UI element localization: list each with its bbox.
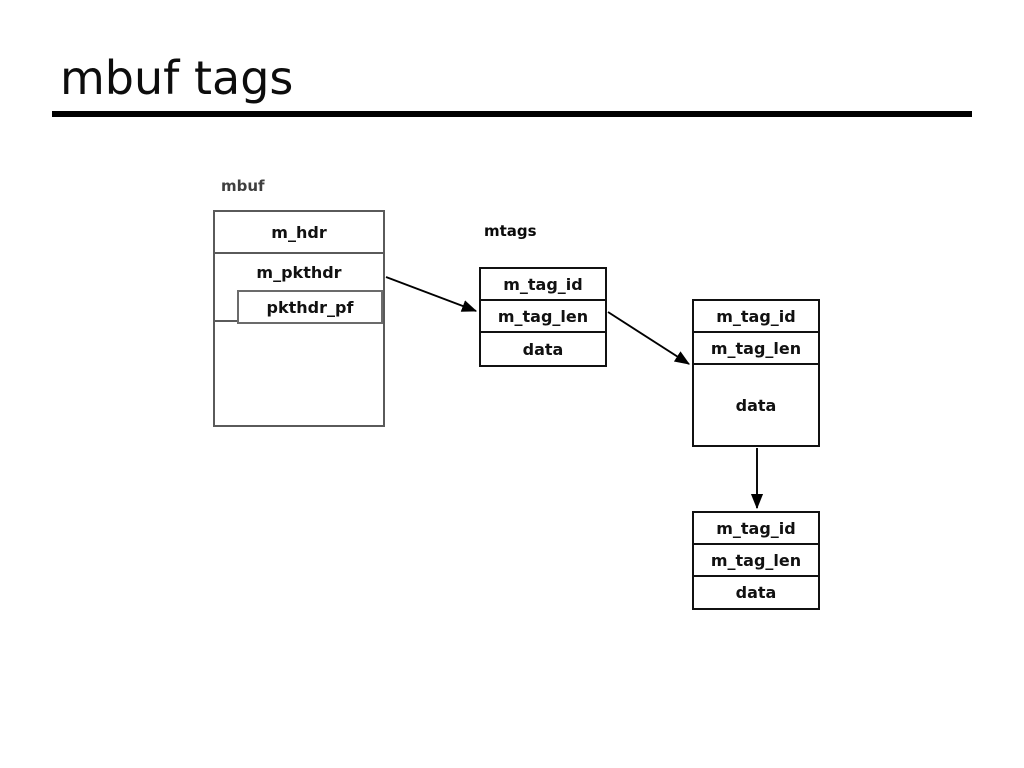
mbuf-row-data-area	[215, 322, 383, 425]
arrow-mbuf-to-mtag1	[385, 276, 478, 312]
mtag-cell-label: m_tag_len	[710, 550, 802, 570]
mtag-cell-tag-id: m_tag_id	[694, 513, 818, 545]
mbuf-row-label: m_pkthdr	[256, 263, 342, 282]
mtag-node-3: m_tag_id m_tag_len data	[692, 511, 820, 610]
pkthdr-pf-box: pkthdr_pf	[237, 290, 383, 324]
mbuf-struct-box: m_hdr m_pkthdr pkthdr_pf	[213, 210, 385, 427]
pkthdr-pf-label: pkthdr_pf	[266, 297, 354, 317]
mtag-cell-data: data	[694, 577, 818, 608]
mtags-caption: mtags	[484, 222, 537, 240]
mtag-cell-label: m_tag_id	[716, 518, 796, 538]
mtag-cell-tag-len: m_tag_len	[694, 545, 818, 577]
mtag-cell-label: m_tag_id	[503, 274, 583, 294]
mtag-cell-tag-id: m_tag_id	[694, 301, 818, 333]
mbuf-caption: mbuf	[221, 177, 265, 195]
page-title: mbuf tags	[60, 51, 294, 105]
mtag-cell-data: data	[694, 365, 818, 445]
title-divider	[52, 111, 972, 117]
mbuf-row-label: m_hdr	[271, 222, 327, 242]
mtag-cell-label: data	[522, 339, 564, 359]
mtag-cell-label: data	[735, 395, 777, 415]
mtag-cell-tag-id: m_tag_id	[481, 269, 605, 301]
mtag-cell-tag-len: m_tag_len	[694, 333, 818, 365]
mtag-cell-label: m_tag_id	[716, 306, 796, 326]
mtag-node-1: m_tag_id m_tag_len data	[479, 267, 607, 367]
mtag-cell-label: data	[735, 583, 777, 602]
arrow-mtag1-to-mtag2	[607, 311, 690, 365]
mtag-node-2: m_tag_id m_tag_len data	[692, 299, 820, 447]
mtag-cell-data: data	[481, 333, 605, 365]
mtag-cell-label: m_tag_len	[497, 306, 589, 326]
mbuf-row-m-hdr: m_hdr	[215, 212, 383, 254]
mtag-cell-label: m_tag_len	[710, 338, 802, 358]
mtag-cell-tag-len: m_tag_len	[481, 301, 605, 333]
